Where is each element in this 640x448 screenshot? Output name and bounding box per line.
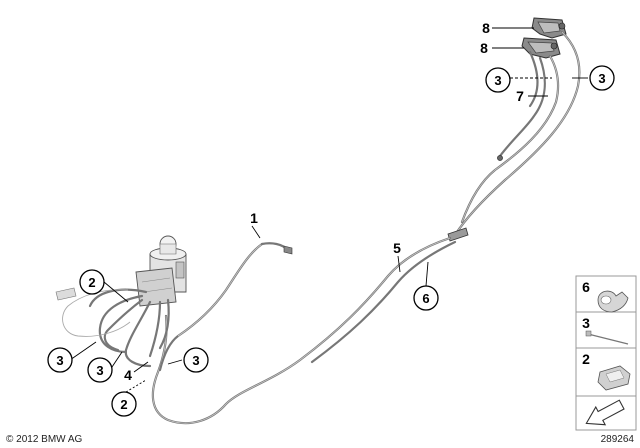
callout-2-upper: 2 (88, 275, 95, 290)
callout-7: 7 (516, 88, 524, 104)
callout-3-right: 3 (192, 353, 199, 368)
callout-3-top-left: 3 (494, 73, 501, 88)
cable-run-1 (158, 242, 293, 372)
callout-6: 6 (422, 291, 429, 306)
legend-panel: 6 3 2 (575, 275, 637, 431)
thin-wire-left (55, 287, 131, 337)
callout-3-top-right: 3 (598, 71, 605, 86)
callout-1: 1 (250, 210, 258, 226)
legend-item-3-number: 3 (582, 315, 590, 331)
arrow-icon (585, 399, 625, 426)
cable-tie-icon (585, 330, 629, 345)
cable-run-upper-right (453, 30, 581, 237)
callout-5: 5 (393, 240, 401, 256)
lock-assembly-lower (521, 37, 561, 59)
callout-4: 4 (124, 367, 132, 383)
callouts: 1 2 3 3 4 2 3 5 6 8 8 3 3 7 (47, 20, 615, 417)
callout-8-lower: 8 (480, 40, 488, 56)
callout-3-center: 3 (96, 363, 103, 378)
legend-item-6-number: 6 (582, 279, 590, 295)
callout-3-left: 3 (56, 353, 63, 368)
cable-run-main (151, 236, 457, 425)
clamp-icon (597, 290, 629, 313)
callout-2-lower: 2 (120, 397, 127, 412)
lock-assembly-upper (531, 17, 567, 39)
copyright-text: © 2012 BMW AG (6, 434, 83, 445)
actuator-unit (135, 235, 187, 307)
legend-item-2-number: 2 (582, 351, 590, 367)
clip-icon (597, 365, 631, 391)
cable-bundle-actuator (88, 288, 170, 368)
diagram-number: 289264 (601, 434, 635, 445)
callout-8-upper: 8 (482, 20, 490, 36)
